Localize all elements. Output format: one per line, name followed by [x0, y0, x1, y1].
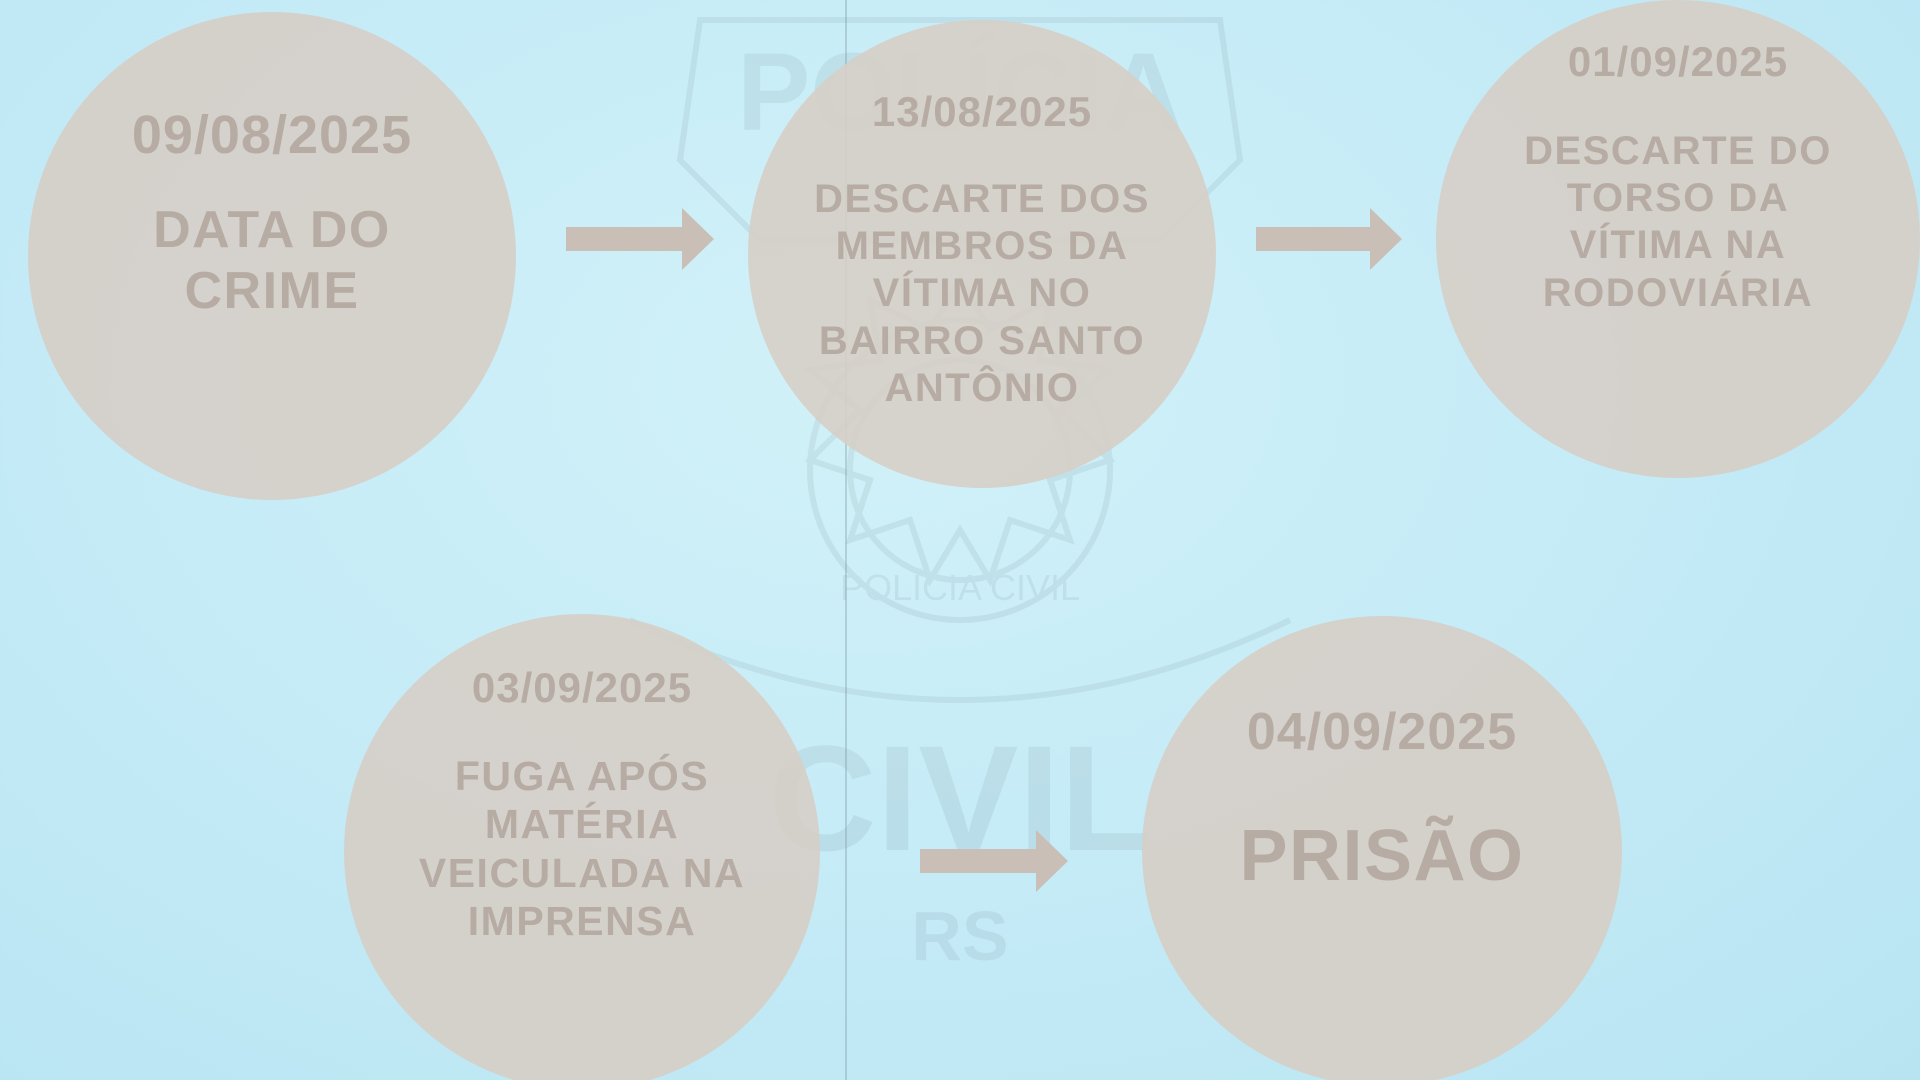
node-description: DESCARTE DO TORSO DA VÍTIMA NA RODOVIÁRI…: [1524, 129, 1832, 315]
watermark-seal-text: POLÍCIA CIVIL: [840, 567, 1080, 608]
timeline-node-arrest: 04/09/2025 PRISÃO: [1142, 616, 1622, 1080]
node-description: DESCARTE DOS MEMBROS DA VÍTIMA NO BAIRRO…: [814, 177, 1150, 410]
arrow-right-icon: [920, 830, 1068, 892]
watermark-state-text: RS: [911, 897, 1008, 975]
timeline-node-torso-disposal: 01/09/2025 DESCARTE DO TORSO DA VÍTIMA N…: [1436, 0, 1920, 478]
screen-seam-line: [845, 0, 847, 1080]
node-description: FUGA APÓS MATÉRIA VEICULADA NA IMPRENSA: [418, 753, 746, 945]
timeline-node-limbs-disposal: 13/08/2025 DESCARTE DOS MEMBROS DA VÍTIM…: [748, 20, 1216, 488]
node-date: 09/08/2025: [131, 105, 413, 165]
timeline-node-escape: 03/09/2025 FUGA APÓS MATÉRIA VEICULADA N…: [344, 614, 820, 1080]
node-date: 13/08/2025: [871, 88, 1093, 135]
arrow-right-icon: [1256, 208, 1402, 270]
node-date: 03/09/2025: [471, 664, 693, 711]
node-description: PRISÃO: [1239, 816, 1525, 896]
node-date: 01/09/2025: [1567, 38, 1789, 85]
arrow-right-icon: [566, 208, 714, 270]
timeline-node-crime-date: 09/08/2025 DATA DO CRIME: [28, 12, 516, 500]
node-date: 04/09/2025: [1246, 703, 1518, 761]
node-description: DATA DO CRIME: [153, 201, 391, 321]
